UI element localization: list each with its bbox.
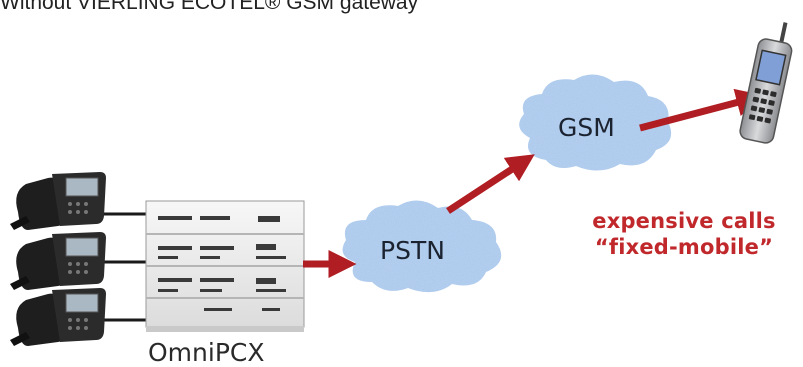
cost-note-line2: “fixed-mobile” <box>594 235 774 259</box>
pstn-label: PSTN <box>380 236 445 265</box>
mobile-phone-icon <box>739 22 793 144</box>
desk-phone-icon <box>10 288 106 346</box>
diagram-title: Without VIERLING ECOTEL® GSM gateway <box>0 0 419 14</box>
pbx-rack-icon <box>145 200 305 332</box>
gsm-cloud-icon <box>519 74 672 171</box>
desk-phone-icon <box>10 172 106 230</box>
gsm-label: GSM <box>558 113 615 142</box>
phone-cables <box>104 212 148 322</box>
desk-phone-icon <box>10 232 106 290</box>
cost-note-line1: expensive calls <box>592 209 776 233</box>
pbx-label: OmniPCX <box>148 338 265 367</box>
pstn-cloud-icon <box>342 200 502 293</box>
arrow-icon <box>303 88 765 278</box>
